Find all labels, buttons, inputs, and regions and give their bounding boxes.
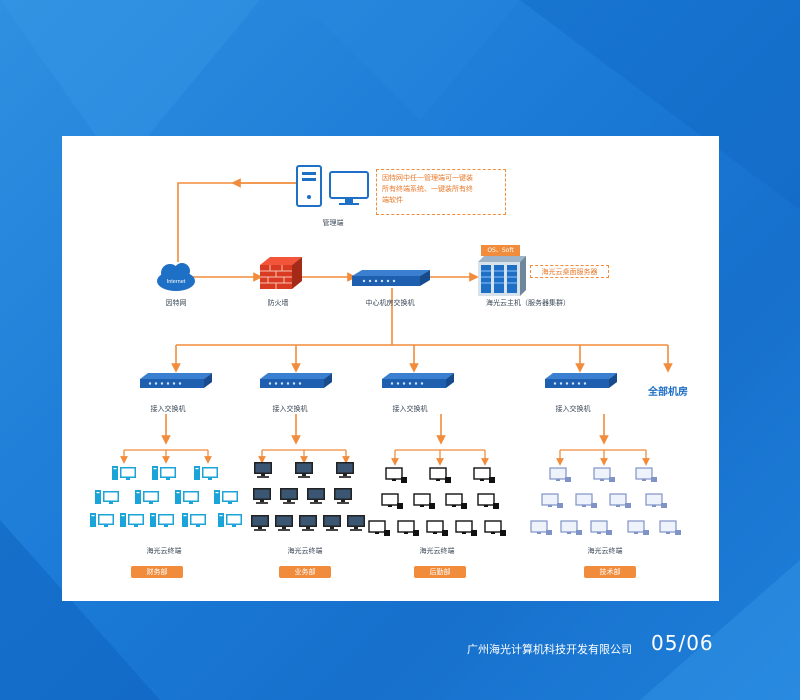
os-soft-tag: OS、Soft (481, 245, 520, 256)
dept-badge-logistics: 后勤部 (414, 566, 466, 578)
internet-label: 因特网 (165, 299, 187, 307)
host-label: 海光云主机（服务器集群） (486, 299, 570, 307)
terminal-label: 海光云终端 (146, 547, 182, 555)
dept-badge-business: 业务部 (279, 566, 331, 578)
access-switch-icon (140, 373, 212, 388)
terminal-label: 海光云终端 (587, 547, 623, 555)
admin-note-line: 因特网中任一管理端可一键装 (382, 174, 473, 182)
firewall-label: 防火墙 (267, 299, 289, 307)
page-number: 05/06 (651, 631, 714, 655)
dept-badge-finance: 财务部 (131, 566, 183, 578)
internet-cloud-text: Internet (167, 279, 186, 285)
admin-note-line: 端软件 (382, 196, 403, 204)
logistics-terminals (368, 467, 507, 537)
access-switch-icon (382, 373, 454, 388)
access-switch-label: 接入交换机 (272, 405, 308, 413)
all-rooms-label: 全部机房 (648, 387, 688, 398)
admin-computer-icon (296, 165, 369, 207)
technical-terminals (530, 467, 682, 536)
core-switch-label: 中心机房交换机 (365, 299, 415, 307)
access-switch-label: 接入交换机 (392, 405, 428, 413)
company-name: 广州海光计算机科技开发有限公司 (467, 643, 632, 656)
connector-lines (161, 178, 673, 445)
access-switch-label: 接入交换机 (555, 405, 591, 413)
dept-badge-technical: 技术部 (584, 566, 636, 578)
access-switch-label: 接入交换机 (150, 405, 186, 413)
access-switch-icon (260, 373, 332, 388)
terminal-label: 海光云终端 (419, 547, 455, 555)
core-switch-icon (352, 270, 430, 286)
access-switch-icon (545, 373, 617, 388)
server-rack-icon (478, 256, 526, 296)
internet-cloud-icon (157, 263, 195, 291)
admin-note: 因特网中任一管理端可一键装 所有终端系统、一键装所有终 端软件 (376, 169, 506, 215)
admin-label: 管理端 (322, 219, 344, 227)
desktop-server-tag: 海光云桌面服务器 (530, 265, 609, 278)
firewall-icon (260, 257, 302, 289)
branch-lines (120, 449, 650, 466)
business-terminals (251, 462, 365, 531)
admin-note-line: 所有终端系统、一键装所有终 (382, 185, 473, 193)
terminal-label: 海光云终端 (287, 547, 323, 555)
finance-terminals (90, 466, 242, 527)
